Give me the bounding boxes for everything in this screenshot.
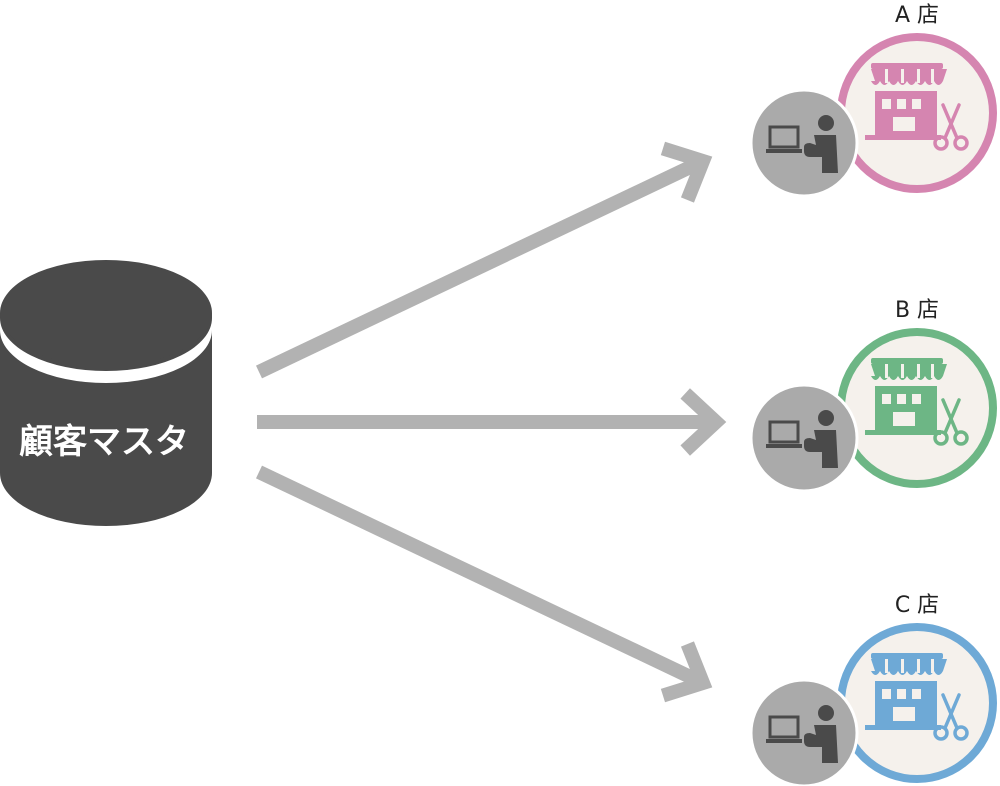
arrows [255,141,727,703]
database-top [0,260,212,366]
store-c: C 店 [749,593,997,786]
database-cylinder: 顧客マスタ [0,260,212,526]
arrow-to-store-a [255,141,713,379]
arrow-to-store-b [257,388,727,456]
store-a-label: A 店 [895,3,939,28]
store-b-label: B 店 [895,298,939,323]
staff-badge-a [749,88,859,198]
staff-badge-b [749,383,859,493]
stores: A 店 B 店 C 店 [749,3,997,786]
store-a: A 店 [749,3,997,198]
staff-badge-c [749,678,859,786]
store-c-label: C 店 [895,593,939,618]
database-label: 顧客マスタ [19,422,189,462]
store-b: B 店 [749,298,997,493]
arrow-to-store-c [255,465,713,703]
database-separator [0,318,212,383]
